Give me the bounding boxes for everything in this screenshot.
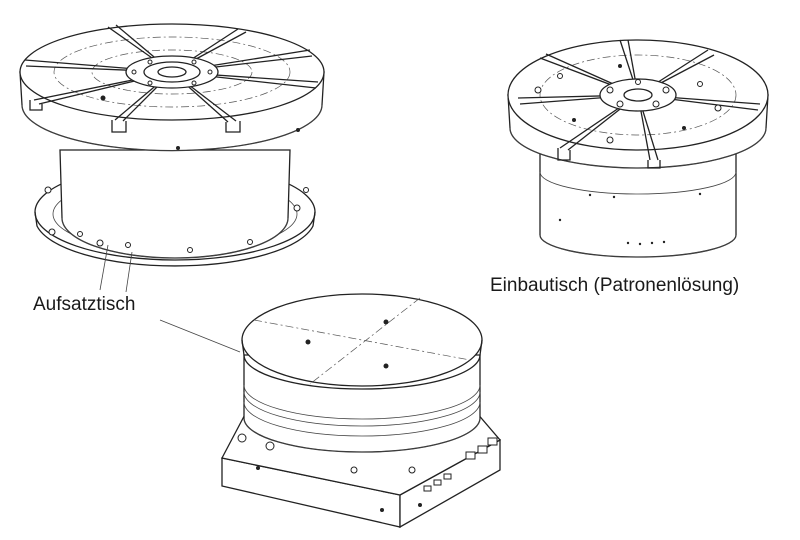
leader-line-mounted-table bbox=[159, 319, 241, 353]
mounted-table-drawing bbox=[221, 293, 502, 529]
label-mounted-table: Aufsatztisch bbox=[33, 294, 136, 315]
leader-line-flange bbox=[99, 244, 109, 291]
label-built-in-table: Einbautisch (Patronenlösung) bbox=[490, 275, 740, 296]
leader-line-cylinder bbox=[125, 251, 133, 293]
rotary-table-large-drawing bbox=[19, 23, 325, 267]
rotary-table-built-in-drawing bbox=[507, 39, 769, 258]
